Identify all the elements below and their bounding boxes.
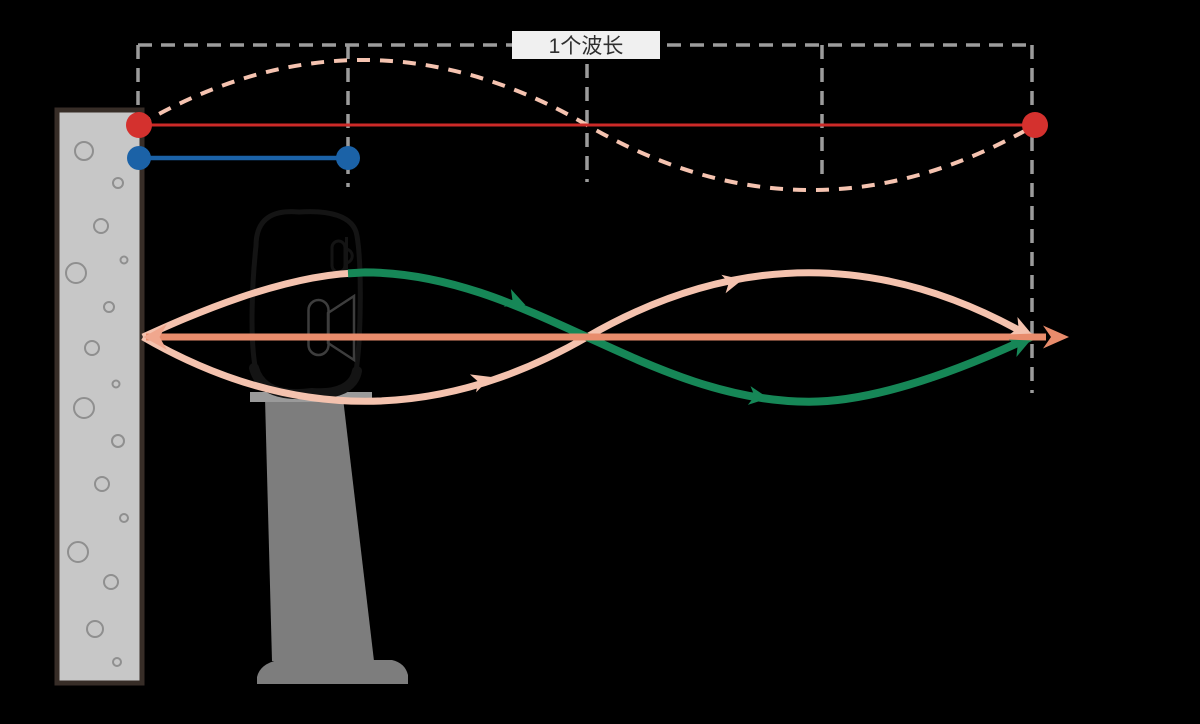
wall-bubble xyxy=(93,218,109,234)
wall-bubble xyxy=(86,620,104,638)
wavelength-label: 1个波长 xyxy=(549,35,624,58)
axis-arrow-right-icon xyxy=(1043,325,1069,349)
wall-bubble xyxy=(103,301,115,313)
wall-bubble xyxy=(119,513,129,523)
woofer-horn xyxy=(326,293,356,363)
wall-bubble xyxy=(65,262,87,284)
wavelength-label-box xyxy=(512,31,660,59)
green-arrow-icon xyxy=(747,386,769,405)
green-arrow-icon xyxy=(1008,339,1031,357)
axis-arrow-left-icon xyxy=(143,324,167,350)
wall-bubble xyxy=(111,379,121,389)
pink-arrow-icon xyxy=(721,274,743,294)
wavelength-label-group: 1个波长 xyxy=(512,31,660,59)
pink-arrow-icon xyxy=(1009,317,1032,335)
red-dot-right xyxy=(1022,112,1048,138)
wall-bubble xyxy=(111,434,125,448)
wall-bubble xyxy=(103,574,119,590)
speaker-cabinet-bottom xyxy=(249,363,362,399)
red-dot-left xyxy=(126,112,152,138)
stand-base xyxy=(257,660,408,684)
wall-bubble xyxy=(73,397,95,419)
wall xyxy=(54,107,145,686)
wall-texture xyxy=(65,141,129,667)
speaker xyxy=(249,209,363,399)
wall-bubble xyxy=(67,541,89,563)
wave-direction-arrows xyxy=(469,274,1032,405)
blue-dot-right xyxy=(336,146,360,170)
wall-bubble xyxy=(112,657,122,667)
stand-column xyxy=(265,398,374,661)
wall-bubble xyxy=(119,255,129,265)
woofer-icon xyxy=(307,293,356,363)
wall-body xyxy=(54,107,145,686)
wall-bubble xyxy=(74,141,94,161)
wall-bubble xyxy=(84,340,100,356)
wave-green xyxy=(347,268,1033,406)
wall-bubble xyxy=(94,476,110,492)
pink-arrow-icon xyxy=(469,374,492,393)
blue-dot-left xyxy=(127,146,151,170)
tweeter-dome xyxy=(346,247,354,265)
green-arrow-icon xyxy=(503,288,526,307)
standing-wave xyxy=(141,268,1069,406)
wall-bubble xyxy=(112,177,124,189)
